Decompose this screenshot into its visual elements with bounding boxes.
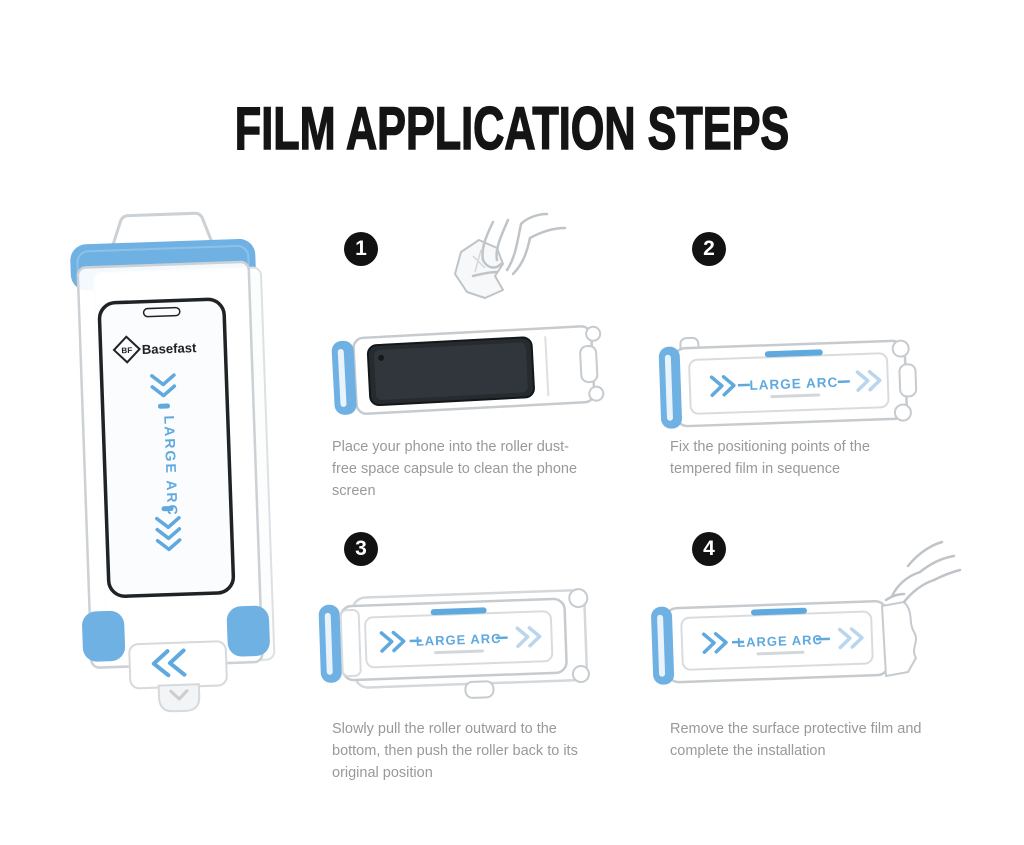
step-3: 3 — [318, 532, 640, 842]
hand-illustration — [471, 212, 567, 278]
chevrons-down-bottom — [155, 516, 182, 552]
film-label: LARGE ARC — [749, 375, 838, 393]
film-label-vertical: LARGE ARC — [161, 415, 181, 517]
cap-slit — [657, 614, 666, 677]
step-4: 4 LARGE ARC — [651, 532, 978, 842]
step-4-badge: 4 — [692, 532, 726, 566]
film-panel — [688, 352, 890, 415]
step-1-art — [325, 212, 620, 444]
blue-bar-top — [157, 403, 171, 409]
package-bottom-flap — [128, 640, 228, 690]
step-1-caption: Place your phone into the roller dust-fr… — [332, 439, 578, 499]
camera-notch — [142, 306, 181, 318]
package-illustration: BF Basefast LARGE ARC — [70, 211, 276, 713]
tray-bump-top — [585, 325, 602, 342]
applicator-tab-right — [898, 363, 918, 398]
header: FILM APPLICATION STEPS — [0, 94, 1024, 163]
film-label: LARGE ARC — [737, 632, 823, 650]
tray-bump-bottom — [588, 385, 605, 402]
blue-top-bar — [430, 607, 487, 616]
phone-screen — [374, 342, 528, 400]
chevrons-down-top — [150, 373, 177, 398]
blue-bar-bottom — [161, 506, 174, 512]
package-bottom-cap-left — [82, 610, 126, 662]
step-2-illustration: LARGE ARC — [658, 336, 918, 429]
cleaning-wipe — [454, 239, 504, 299]
film-panel — [680, 610, 874, 671]
film-panel — [364, 610, 554, 669]
step-2-badge: 2 — [692, 232, 726, 266]
step-3-caption: Slowly pull the roller outward to the bo… — [332, 721, 578, 781]
step-4-caption: Remove the surface protective film and c… — [670, 721, 922, 759]
step-2-art: LARGE ARC — [654, 326, 954, 450]
faint-chevrons-icon — [855, 369, 882, 392]
brand-name: Basefast — [142, 340, 198, 357]
fine-print-line — [756, 650, 805, 656]
tempered-glass — [97, 297, 236, 598]
tray-tab-right — [579, 344, 599, 384]
blue-top-bar — [764, 349, 823, 358]
chevrons-right-icon — [379, 630, 406, 653]
pull-tab-chevron-icon — [169, 689, 189, 701]
film-label: LARGE ARC — [416, 631, 502, 649]
blue-top-bar — [750, 607, 807, 616]
step-3-illustration: LARGE ARC — [318, 588, 590, 699]
shell-tab-bottom — [464, 680, 495, 699]
step-3-badge: 3 — [344, 532, 378, 566]
applicator-bump-bottom — [893, 403, 912, 422]
applicator-bump-top — [891, 339, 910, 358]
step-4-art: LARGE ARC — [646, 536, 966, 712]
tray-divider — [544, 336, 550, 397]
step-3-art: LARGE ARC — [312, 582, 622, 716]
chevrons-right-icon — [709, 375, 736, 397]
brand-initials: BF — [121, 346, 132, 355]
step-1-badge: 1 — [344, 232, 378, 266]
tray-cap-slit — [337, 348, 347, 407]
fine-print-line — [770, 393, 821, 399]
step-4-illustration: LARGE ARC — [651, 540, 962, 685]
step-1: 1 — [330, 212, 640, 542]
phone-camera — [378, 354, 385, 361]
flap-chevrons-icon — [151, 648, 187, 678]
chevrons-right-icon — [701, 632, 728, 654]
faint-chevrons-icon — [515, 626, 542, 648]
shell-bump — [571, 665, 590, 684]
cap-slit — [324, 612, 333, 675]
step-2: 2 LARGE ARC — [658, 232, 978, 542]
step-1-illustration — [331, 212, 605, 415]
hand-illustration — [884, 540, 962, 604]
cap-slit — [664, 354, 673, 421]
shell-knob — [568, 588, 589, 609]
roller-section — [339, 608, 362, 678]
brand-logo-diamond — [112, 335, 141, 364]
step-2-caption: Fix the positioning points of the temper… — [670, 439, 870, 477]
fine-print-line — [434, 649, 485, 655]
protective-film-flap — [881, 601, 917, 677]
wipe-creases — [472, 249, 486, 273]
package-bottom-cap-right — [226, 605, 270, 657]
product-package-illustration: BF Basefast LARGE ARC — [63, 204, 293, 719]
faint-chevrons-icon — [837, 627, 864, 650]
page-title: FILM APPLICATION STEPS — [234, 94, 790, 163]
